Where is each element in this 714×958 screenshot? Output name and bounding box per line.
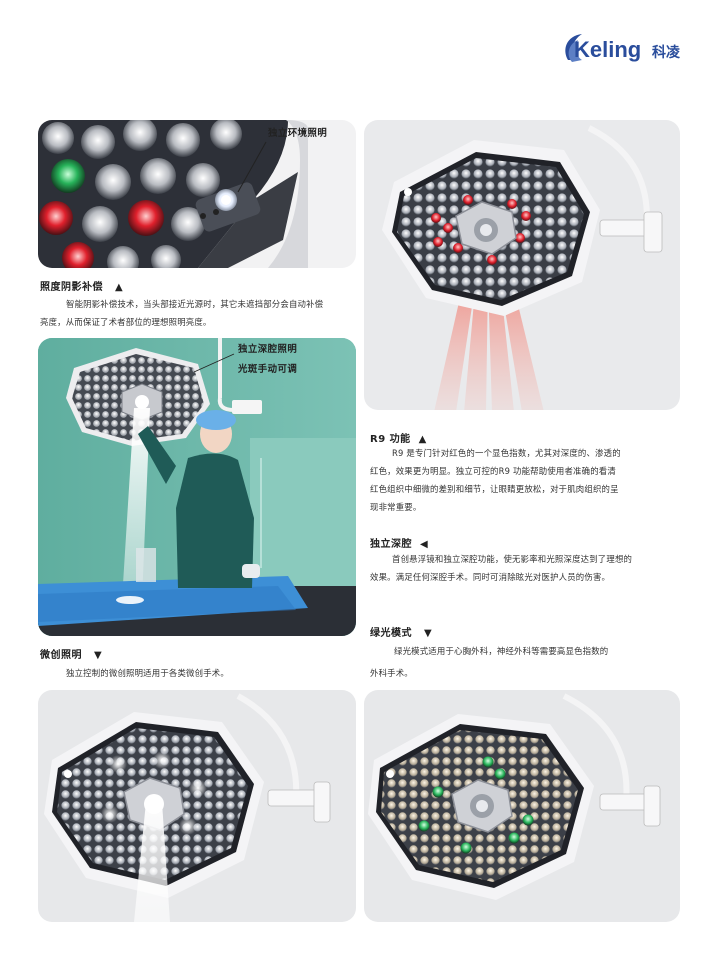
keling-logo: Keling 科凌 [565, 34, 681, 62]
deep-cavity-title: 独立深腔 ◀ [370, 539, 429, 550]
triangle-up-icon: ▲ [114, 282, 124, 293]
r9-line-1: R9 是专门针对红色的一个显色指数，尤其对深度的、渗透的 [392, 448, 621, 458]
logo-wordmark: Keling [574, 37, 641, 62]
triangle-down-icon: ▼ [423, 628, 433, 639]
green-mode-lamp-image [364, 690, 680, 922]
nurse-operating-image: 独立深腔照明 光斑手动可调 [38, 338, 356, 636]
nurse-scene-graphic [38, 338, 356, 636]
triangle-up-icon: ▲ [418, 434, 427, 445]
deep-cavity-callout: 独立深腔照明 光斑手动可调 [238, 344, 298, 375]
green-lamp-graphic [368, 693, 661, 900]
minimally-invasive-body: 独立控制的微创照明适用于各类微创手术。 [66, 668, 229, 678]
minimally-invasive-title: 微创照明 ▼ [40, 650, 103, 661]
logo-chinese: 科凌 [652, 44, 681, 61]
deep-cavity-line-1: 首创悬浮镜和独立深腔功能，使无影率和光照深度达到了理想的 [392, 554, 633, 564]
green-mode-line-1: 绿光模式适用于心胸外科，神经外科等需要高显色指数的 [394, 646, 609, 656]
green-leds [418, 756, 534, 854]
r9-lamp-graphic [382, 125, 663, 410]
r9-line-4: 现非常重要。 [370, 502, 422, 512]
shadow-compensation-title: 照度阴影补偿 ▲ [40, 282, 124, 293]
minimally-invasive-lamp-image [38, 690, 356, 922]
r9-line-2: 红色，效果更为明显。独立可控的R9 功能帮助使用者准确的看清 [370, 466, 616, 476]
shadow-compensation-body-2: 亮度，从而保证了术者部位的理想照明亮度。 [40, 317, 212, 327]
triangle-down-icon: ▼ [93, 650, 103, 661]
triangle-left-icon: ◀ [419, 539, 429, 550]
deep-cavity-line-2: 效果。满足任何深腔手术。同时可消除眩光对医护人员的伤害。 [370, 572, 611, 582]
ambient-light-callout: 独立环境照明 [268, 128, 328, 139]
led-closeup-graphic [38, 120, 308, 268]
r9-line-3: 红色组织中细微的差别和细节，让眼睛更放松，对于肌肉组织的呈 [370, 484, 619, 494]
r9-title: R9 功能 ▲ [370, 434, 427, 445]
mini-lamp-graphic [44, 693, 331, 922]
r9-lamp-image [364, 120, 680, 410]
led-closeup-image: 独立环境照明 [38, 120, 356, 268]
r9-red-leds [431, 195, 531, 265]
green-mode-title: 绿光模式 ▼ [370, 628, 433, 639]
shadow-compensation-body-1: 智能阴影补偿技术，当头部接近光源时，其它未遮挡部分会自动补偿 [66, 299, 324, 309]
green-mode-line-2: 外科手术。 [370, 668, 413, 678]
